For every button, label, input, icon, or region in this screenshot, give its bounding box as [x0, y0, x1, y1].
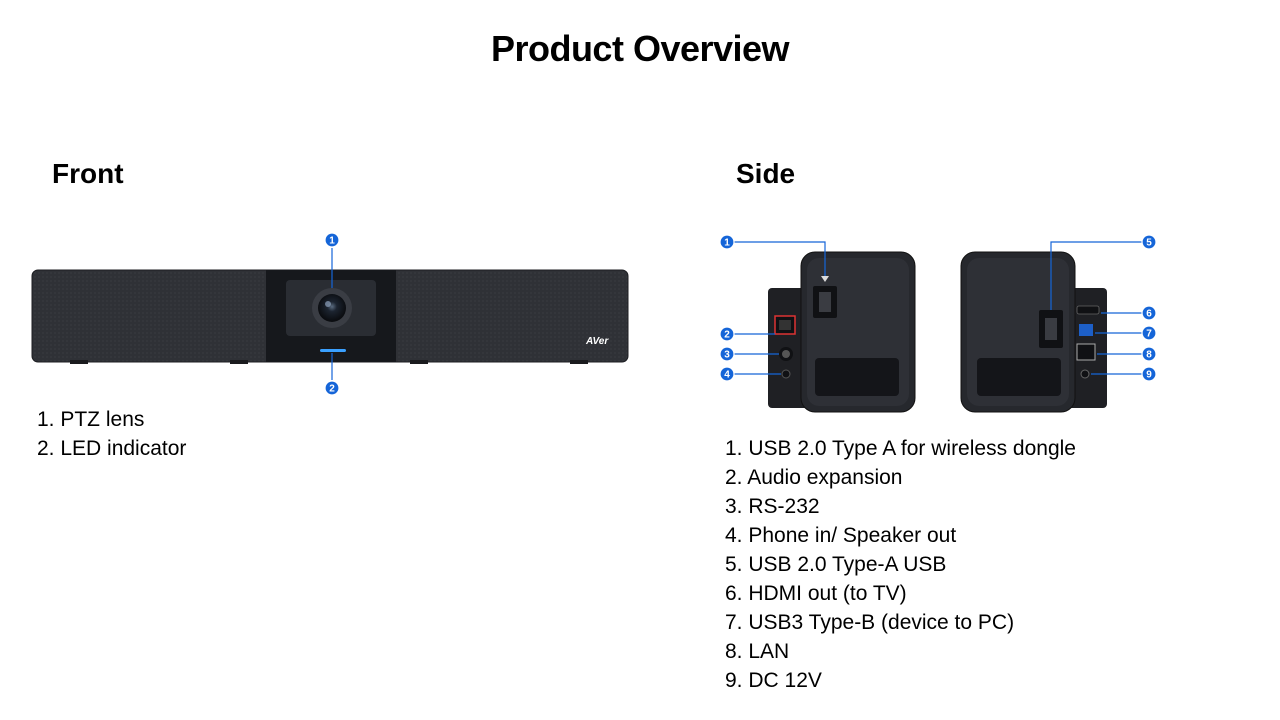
page-title: Product Overview [490, 28, 790, 69]
led-indicator [320, 349, 346, 352]
side-legend-list: 1. USB 2.0 Type A for wireless dongle 2.… [725, 434, 1076, 695]
side-legend-item: 4. Phone in/ Speaker out [725, 524, 957, 547]
front-callout-1: 1 [329, 236, 335, 247]
side-callout-5: 5 [1146, 238, 1152, 249]
side-legend-item: 5. USB 2.0 Type-A USB [725, 553, 947, 576]
side-device-image: 1 2 3 4 5 6 7 8 9 [719, 234, 1157, 413]
front-heading: Front [52, 158, 124, 189]
side-heading: Side [736, 158, 796, 189]
front-device-image: AVer 1 2 [31, 232, 629, 396]
side-legend-item: 7. USB3 Type-B (device to PC) [725, 611, 1015, 634]
side-callout-4: 4 [724, 370, 730, 381]
side-callout-2: 2 [724, 330, 730, 341]
side-legend-item: 3. RS-232 [725, 495, 820, 518]
brand-logo: AVer [585, 336, 609, 347]
front-callout-2: 2 [329, 384, 335, 395]
side-legend-item: 2. Audio expansion [725, 466, 903, 489]
side-legend-item: 8. LAN [725, 640, 790, 663]
side-callout-6: 6 [1146, 309, 1152, 320]
side-callout-8: 8 [1146, 350, 1152, 361]
side-callout-7: 7 [1146, 329, 1152, 340]
front-legend-list: 1. PTZ lens 2. LED indicator [37, 405, 186, 463]
side-legend-item: 6. HDMI out (to TV) [725, 582, 907, 605]
side-legend-item: 9. DC 12V [725, 669, 822, 692]
side-callout-1: 1 [724, 238, 730, 249]
side-legend-item: 1. USB 2.0 Type A for wireless dongle [725, 437, 1076, 460]
front-legend-item: 2. LED indicator [37, 437, 187, 460]
side-callout-3: 3 [724, 350, 730, 361]
side-callout-9: 9 [1146, 370, 1152, 381]
front-legend-item: 1. PTZ lens [37, 408, 145, 431]
